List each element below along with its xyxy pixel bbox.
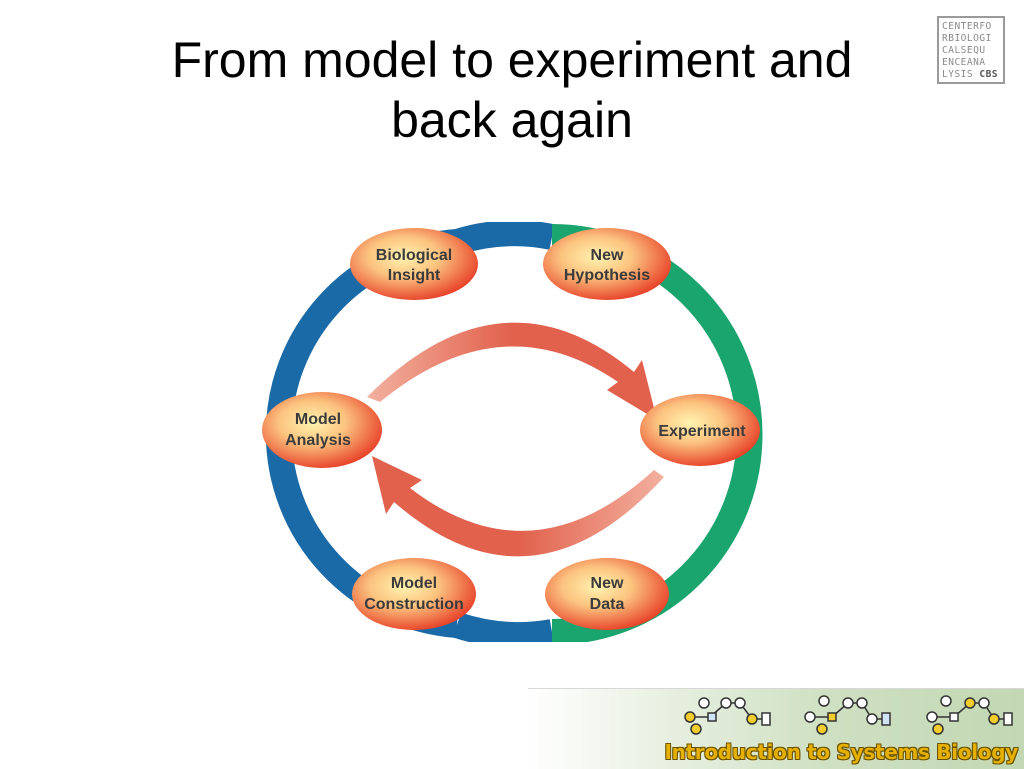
logo-line: CALSEQU [942,45,986,56]
node-new-data: New Data [545,558,669,630]
cbs-logo: CENTERFO RBIOLOGI CALSEQU ENCEANA LYSIS … [937,16,1005,84]
logo-line: ENCEANA [942,57,986,68]
node-label: Analysis [285,432,351,449]
node-label: Insight [388,267,441,284]
network-graphic-icon [926,695,1013,735]
node-label: Biological [376,247,452,264]
course-banner: Introduction to Systems Biology [528,688,1024,769]
node-label: New [591,247,624,264]
logo-line-text: LYSIS [942,69,974,80]
arrow-top [367,322,657,420]
node-model-construction: Model Construction [352,558,476,630]
node-experiment: Experiment [640,394,760,466]
logo-line: LYSIS CBS [942,69,1000,81]
node-label: Model [391,575,437,592]
node-model-analysis: Model Analysis [262,392,382,468]
node-label: Model [295,411,341,428]
slide-title-line-2: back again [391,92,633,148]
node-label: Data [590,596,625,613]
arrow-bottom [372,456,664,557]
logo-mark: CBS [979,69,999,80]
node-label: Experiment [658,423,746,440]
node-label: Construction [364,596,464,613]
logo-line: RBIOLOGI [942,33,992,44]
slide-title-line-1: From model to experiment and [171,32,853,88]
node-biological-insight: Biological Insight [350,228,478,300]
node-label: Hypothesis [564,267,650,284]
cycle-diagram: Biological Insight New Hypothesis Experi… [262,220,774,648]
ring-blue-segment-top [453,220,555,255]
node-label: New [591,575,624,592]
network-graphic-icon [804,695,891,735]
logo-line: CENTERFO [942,21,992,32]
cycle-diagram-svg: Biological Insight New Hypothesis Experi… [262,220,763,648]
network-graphic-icon [684,697,771,735]
course-title: Introduction to Systems Biology [664,740,1018,764]
node-new-hypothesis: New Hypothesis [543,228,671,300]
ring-blue-segment-bottom [452,612,555,648]
slide-title: From model to experiment and back again [0,30,1024,150]
